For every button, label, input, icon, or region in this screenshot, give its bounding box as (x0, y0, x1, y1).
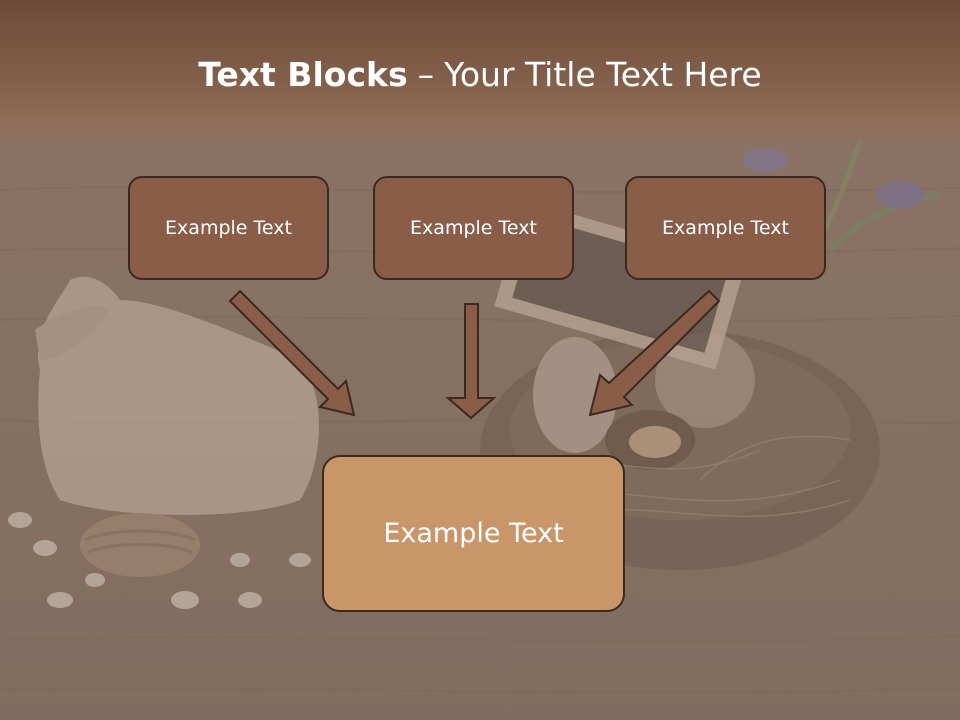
text-block-1[interactable]: Example Text (128, 176, 329, 280)
text-block-3-label: Example Text (662, 217, 789, 239)
text-block-3[interactable]: Example Text (625, 176, 826, 280)
main-text-block[interactable]: Example Text (322, 455, 625, 612)
title-bold: Text Blocks (198, 55, 408, 94)
hen-decoration (35, 276, 319, 577)
text-block-2-label: Example Text (410, 217, 537, 239)
title-rest: Your Title Text Here (444, 55, 762, 94)
main-text-block-label: Example Text (383, 518, 564, 549)
title-separator: – (417, 55, 435, 94)
header-band (0, 0, 960, 150)
text-block-2[interactable]: Example Text (373, 176, 574, 280)
text-block-1-label: Example Text (165, 217, 292, 239)
slide-title: Text Blocks–Your Title Text Here (0, 52, 960, 98)
